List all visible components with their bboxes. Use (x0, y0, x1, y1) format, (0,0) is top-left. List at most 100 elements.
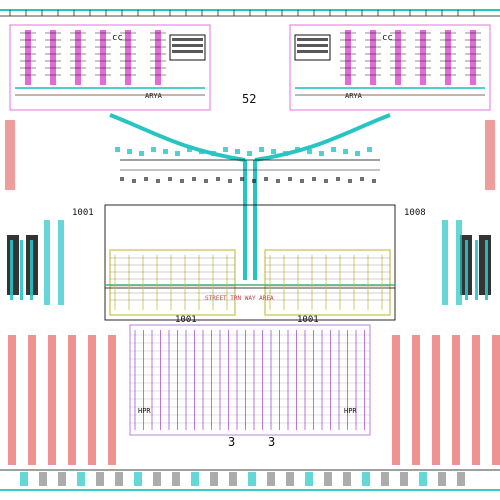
ul-magenta-stack (75, 30, 81, 85)
bottom-mark (381, 472, 389, 486)
ur-magenta-stack (420, 30, 426, 85)
ul-magenta-stack (125, 30, 131, 85)
black-dot (252, 179, 256, 183)
lower-left-red-stripe (68, 335, 76, 465)
bottom-mark (191, 472, 199, 486)
right-cyan-strip (485, 240, 488, 300)
cyan-dot (319, 151, 324, 156)
cyan-dot (127, 149, 132, 154)
center-area: STREET TRN WAY AREA (104, 204, 396, 321)
lower-left-red-stripe (8, 335, 16, 465)
bottom-mark (58, 472, 66, 486)
bottom-mark (134, 472, 142, 486)
lower-left-red (8, 335, 116, 465)
black-dot (132, 179, 136, 183)
bottom-mark (286, 472, 294, 486)
upper-left-block: cc ARYA (9, 24, 211, 111)
bottom-mark (324, 472, 332, 486)
bottom-mark (39, 472, 47, 486)
bottom-mark (438, 472, 446, 486)
label-center-banner: STREET TRN WAY AREA (205, 295, 274, 302)
cyan-dot (307, 149, 312, 154)
bottom-marks (20, 472, 465, 486)
black-dot (240, 177, 244, 181)
cyan-dot (199, 149, 204, 154)
label-right-mid-arya: ARYA (345, 92, 363, 100)
right-upper-red-column (485, 120, 495, 190)
lower-right-red-stripe (452, 335, 460, 465)
left-upper-red-column (5, 120, 15, 190)
label-top-right-cc: cc (382, 33, 393, 43)
cyan-dot (367, 147, 372, 152)
right-cyan-bar (456, 220, 462, 305)
bottom-mark (419, 472, 427, 486)
lower-left-red-stripe (28, 335, 36, 465)
cyan-dot (355, 151, 360, 156)
left-cyan-bar (44, 220, 50, 305)
cyan-dot (223, 147, 228, 152)
ur-magenta-stack (395, 30, 401, 85)
lower-red-stripes-right (392, 335, 500, 465)
right-side-cyan-bars (442, 220, 491, 305)
black-dot (192, 177, 196, 181)
cyan-dot (151, 147, 156, 152)
bottom-mark (267, 472, 275, 486)
cyan-dot (247, 151, 252, 156)
left-cyan-strip (30, 240, 33, 300)
lower-right-red-stripe (492, 335, 500, 465)
left-side-cyan-bars (7, 220, 64, 305)
black-dot (120, 177, 124, 181)
cyan-dot (175, 151, 180, 156)
lower-left-red-stripe (108, 335, 116, 465)
black-dot (360, 177, 364, 181)
label-right-lower: 1001 (297, 315, 319, 325)
ul-magenta-stack (100, 30, 106, 85)
cyan-dot (163, 149, 168, 154)
black-dot (276, 179, 280, 183)
bottom-mark (229, 472, 237, 486)
bottom-mark (115, 472, 123, 486)
left-cyan-bars (10, 220, 64, 305)
bottom-mark (172, 472, 180, 486)
label-bottom-center-b: 3 (268, 435, 275, 449)
ul-magenta-stack (155, 30, 161, 85)
left-cyan-strip (20, 240, 23, 300)
black-dot (324, 179, 328, 183)
bottom-mark (305, 472, 313, 486)
right-cyan-strip (475, 240, 478, 300)
lower-right-red-stripe (472, 335, 480, 465)
lower-right-red-stripe (432, 335, 440, 465)
cyan-dot (331, 147, 336, 152)
black-dot (156, 179, 160, 183)
top-ticks (9, 10, 475, 16)
label-right-upper: 1008 (404, 208, 426, 218)
upper-right-block: cc ARYA (289, 24, 491, 111)
cyan-dot (343, 149, 348, 154)
cyan-dot (283, 151, 288, 156)
black-dot (144, 177, 148, 181)
black-dot (348, 179, 352, 183)
bottom-mark (20, 472, 28, 486)
ur-magenta-stack (445, 30, 451, 85)
label-left-lower: 1001 (175, 315, 197, 325)
bottom-mark (400, 472, 408, 486)
black-dot (204, 179, 208, 183)
cyan-dot (295, 147, 300, 152)
ul-magenta-stack (25, 30, 31, 85)
bottom-strip (0, 469, 500, 491)
center-grid (110, 255, 390, 310)
lower-left-red-stripe (88, 335, 96, 465)
ur-magenta-stack (470, 30, 476, 85)
cyan-dot (187, 147, 192, 152)
purple-lines (130, 330, 370, 430)
black-dot (288, 177, 292, 181)
bottom-mark (343, 472, 351, 486)
left-cyan-strip (10, 240, 13, 300)
cyan-dot (139, 151, 144, 156)
ul-magenta-stack (50, 30, 56, 85)
cyan-network (109, 113, 391, 280)
black-dot (216, 177, 220, 181)
black-dot (180, 179, 184, 183)
label-left-mid-arya: ARYA (145, 92, 163, 100)
